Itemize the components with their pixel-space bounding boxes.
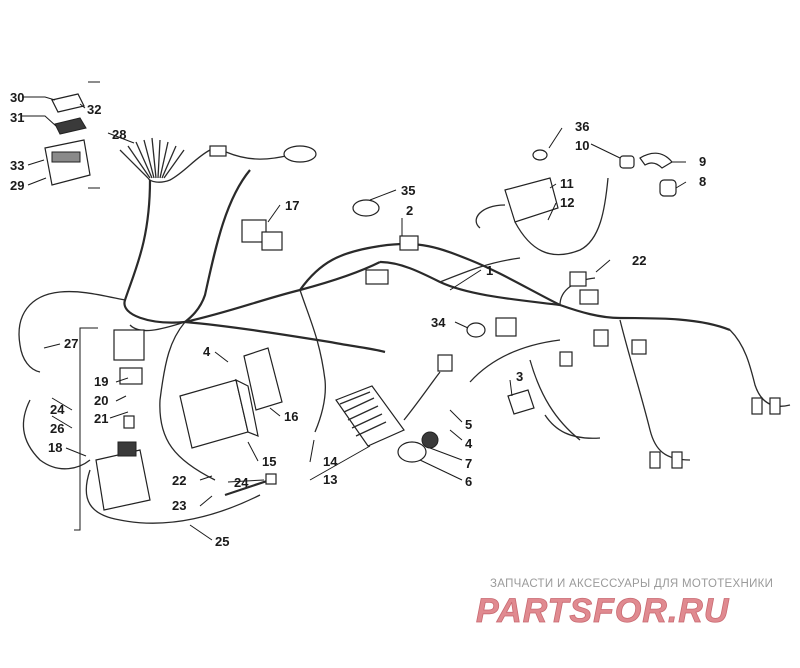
callout-18: 18: [48, 440, 62, 455]
callout-22-bottom: 22: [172, 473, 186, 488]
callout-16: 16: [284, 409, 298, 424]
callout-26: 26: [50, 421, 64, 436]
callout-27: 27: [64, 336, 78, 351]
switch-6: [397, 431, 439, 463]
callout-35: 35: [401, 183, 415, 198]
starter-relay-19: [113, 329, 145, 385]
hose-9: [532, 149, 673, 169]
bracket-3: [507, 389, 535, 415]
callout-2: 2: [406, 203, 413, 218]
callout-3: 3: [516, 369, 523, 384]
callout-24-right: 24: [234, 475, 249, 490]
callout-6: 6: [465, 474, 472, 489]
callout-20: 20: [94, 393, 108, 408]
ignition-module-11: [475, 177, 609, 256]
fuse-box-cover: [44, 93, 91, 186]
callout-30: 30: [10, 90, 24, 105]
callout-22-top: 22: [632, 253, 646, 268]
callout-17: 17: [285, 198, 299, 213]
grommet-34: [466, 322, 486, 338]
relay-17: [241, 219, 283, 251]
leader-lines: [22, 96, 687, 541]
callout-23: 23: [172, 498, 186, 513]
watermark-logo: PARTSFOR.RU: [476, 592, 730, 630]
voltage-regulator-13: [335, 354, 453, 447]
battery-box-18: [95, 415, 151, 511]
watermark-tagline: ЗАПЧАСТИ И АКСЕССУАРЫ ДЛЯ МОТОТЕХНИКИ: [490, 578, 774, 590]
callout-15: 15: [262, 454, 276, 469]
callout-31: 31: [10, 110, 24, 125]
callout-21: 21: [94, 411, 108, 426]
callout-7: 7: [465, 456, 472, 471]
main-harness: [18, 169, 791, 524]
callout-28: 28: [112, 127, 126, 142]
callout-4-upper: 4: [203, 344, 211, 359]
callout-24-left: 24: [50, 402, 65, 417]
wire-bundle-28: [119, 137, 211, 183]
callout-5: 5: [465, 417, 472, 432]
callout-19: 19: [94, 374, 108, 389]
cdi-box-15: [179, 378, 259, 449]
callout-14: 14: [323, 454, 338, 469]
callout-25: 25: [215, 534, 229, 549]
callout-11: 11: [560, 176, 574, 191]
callout-12: 12: [560, 195, 574, 210]
callout-33: 33: [10, 158, 24, 173]
callout-4-lower: 4: [465, 436, 473, 451]
cap-8: [659, 179, 677, 197]
callout-34: 34: [431, 315, 446, 330]
callout-10: 10: [575, 138, 589, 153]
callout-36: 36: [575, 119, 589, 134]
callout-numbers: 30 32 31 28 33 29 36 10 9 8 11 35 12 17 …: [10, 90, 706, 549]
bracket-16: [243, 347, 283, 411]
taillight-leads: [649, 397, 781, 469]
group-brackets: [74, 81, 100, 531]
connector-plug-top: [209, 145, 317, 163]
callout-29: 29: [10, 178, 24, 193]
callout-32: 32: [87, 102, 101, 117]
callout-13: 13: [323, 472, 337, 487]
callout-8: 8: [699, 174, 706, 189]
watermark-logo-text: PARTSFOR.RU: [476, 592, 730, 630]
callout-1: 1: [486, 263, 493, 278]
cable-24-end: [224, 473, 277, 497]
callout-9: 9: [699, 154, 706, 169]
grommet-35: [352, 199, 380, 217]
connector-block: [365, 235, 647, 367]
